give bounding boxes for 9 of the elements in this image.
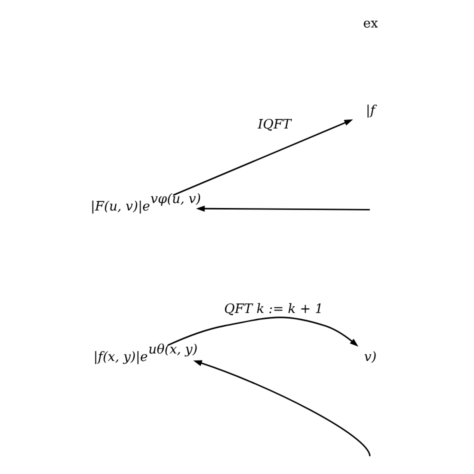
edge-label: QFT k := k + 1 xyxy=(224,302,323,318)
arrow xyxy=(172,119,353,196)
edge-label: IQFT xyxy=(257,117,291,132)
node-text: v) xyxy=(364,350,376,365)
arrow xyxy=(192,360,370,456)
arrow xyxy=(167,316,358,347)
label: ex xyxy=(362,16,378,32)
node-text: |f xyxy=(365,104,375,119)
arrow xyxy=(196,206,370,212)
